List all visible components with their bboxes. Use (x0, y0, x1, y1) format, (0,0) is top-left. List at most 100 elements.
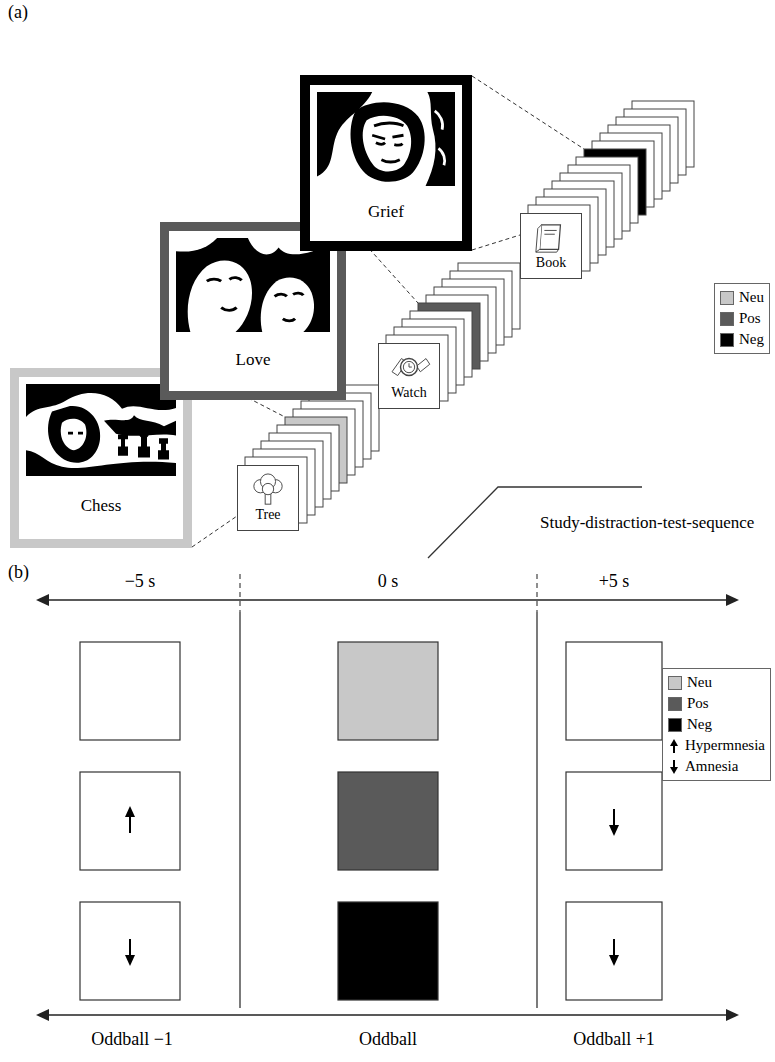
panel-label: (b) (8, 562, 29, 583)
dashed-leader (472, 76, 584, 149)
legend-arrow (668, 759, 680, 775)
oddball-square (338, 772, 438, 870)
photo-shape (68, 432, 83, 435)
legend-row: Neu (720, 287, 764, 308)
axis-label: Oddball −1 (91, 1029, 173, 1050)
icon-shape (536, 250, 559, 253)
legend-label: Pos (739, 310, 761, 327)
legend-swatch (668, 697, 682, 711)
photo-illustration (26, 384, 176, 476)
axis-label: +5 s (599, 571, 630, 592)
photo-shape (104, 415, 176, 436)
arrow-head (670, 739, 678, 746)
legend-label: Neg (687, 716, 712, 733)
legend-swatch (668, 718, 682, 732)
panel-label: (a) (8, 2, 28, 23)
time-axis (46, 599, 729, 601)
picture-label: Grief (368, 202, 404, 222)
column-divider (536, 612, 537, 1008)
icon-shape (544, 231, 556, 235)
axis-label: Oddball (359, 1029, 417, 1050)
word-icon (246, 473, 290, 507)
legend-label: Neu (739, 289, 764, 306)
legend-arrow (668, 738, 680, 754)
column-divider (239, 612, 240, 1008)
arrow-head (726, 1009, 739, 1021)
photo-shape (26, 384, 176, 417)
label-wrap: Grief (368, 186, 404, 234)
hypermnesia-arrow (125, 806, 135, 817)
word-icon (529, 221, 573, 255)
photo-shape (26, 450, 176, 476)
card-label: Tree (255, 507, 280, 522)
item-square (566, 642, 662, 740)
oddball-axis (46, 1014, 729, 1016)
legend-swatch (720, 291, 734, 305)
picture-frame: Grief (300, 75, 472, 251)
dashed-divider (536, 574, 537, 612)
axis-label: Oddball +1 (573, 1029, 655, 1050)
dashed-divider (239, 574, 240, 612)
legend-label: Neu (687, 674, 712, 691)
amnesia-arrow (129, 939, 131, 957)
photo-shape (48, 406, 100, 463)
photo-shape (61, 419, 87, 451)
card-stack (192, 76, 694, 547)
item-square (566, 772, 662, 870)
legend-box: NeuPosNeg (714, 283, 770, 354)
legend-row: Neu (668, 672, 765, 693)
oddball-square (338, 642, 438, 740)
icon-shape (536, 225, 542, 252)
legend-label: Neg (739, 331, 764, 348)
photo-illustration (176, 238, 330, 332)
photo-shape (426, 92, 455, 186)
legend-row: Neg (720, 329, 764, 350)
photo-shape (26, 384, 176, 476)
card-label: Watch (391, 385, 426, 400)
photo-shape (351, 102, 425, 182)
arrow-head (36, 1009, 49, 1021)
legend-row: Neg (668, 714, 765, 735)
photo-shape (176, 238, 217, 252)
axis-label: 0 s (378, 571, 399, 592)
label-wrap: Chess (81, 476, 122, 532)
amnesia-arrow (125, 955, 135, 966)
legend-swatch (720, 312, 734, 326)
photo-shape (207, 278, 242, 282)
photo-shape (118, 435, 128, 456)
legend-row: Amnesia (668, 756, 765, 777)
photo-shape (188, 260, 252, 332)
word-card: Tree (237, 465, 299, 531)
item-square (80, 642, 180, 740)
word-icon (387, 351, 431, 385)
photo-shape (275, 293, 304, 296)
word-card: Watch (378, 343, 440, 409)
photo-shape (261, 277, 314, 332)
word-card: Book (520, 213, 582, 279)
photo-shape (283, 319, 295, 321)
legend-row: Hypermnesia (668, 735, 765, 756)
arrow-head (726, 594, 739, 606)
photo-shape (435, 111, 445, 166)
icon-shape (540, 225, 561, 250)
amnesia-arrow (609, 955, 619, 966)
arrow-head (670, 767, 678, 774)
amnesia-arrow (609, 825, 619, 836)
photo-shape (372, 123, 403, 162)
legend-label: Hypermnesia (685, 737, 765, 754)
amnesia-arrow (613, 809, 615, 827)
legend-label: Amnesia (685, 758, 738, 775)
photo-illustration (317, 92, 455, 186)
photo-shape (158, 438, 169, 459)
picture-label: Love (236, 350, 271, 370)
photo-shape (363, 116, 411, 172)
card-label: Book (536, 255, 566, 270)
icon-shape (262, 484, 273, 495)
amnesia-arrow (613, 939, 615, 957)
label-wrap: Love (236, 332, 271, 384)
item-square (566, 902, 662, 1000)
icon-shape (417, 359, 430, 372)
sequence-label: Study-distraction-test-sequence (540, 513, 754, 533)
item-square (80, 902, 180, 1000)
legend-label: Pos (687, 695, 709, 712)
